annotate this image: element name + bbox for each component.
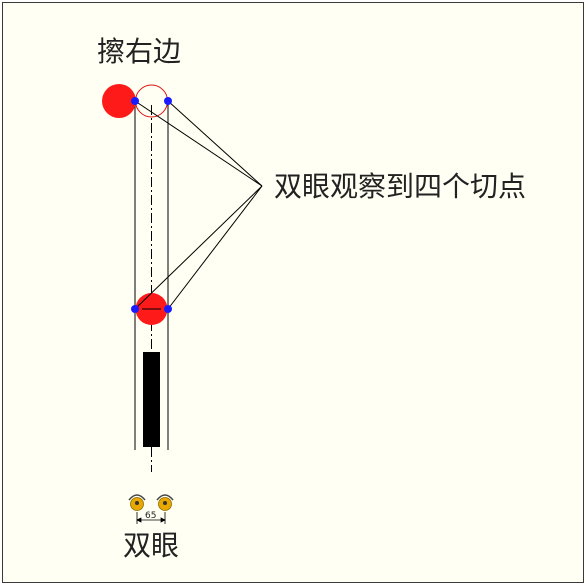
tangent-point: [131, 305, 139, 313]
top-label: 擦右边: [97, 35, 182, 68]
tangent-point: [131, 97, 139, 105]
sight-line: [134, 185, 263, 310]
callout-label: 双眼观察到四个切点: [274, 170, 527, 203]
sight-lines: [134, 100, 263, 310]
right-eye-icon: [156, 494, 174, 511]
tangent-point: [164, 305, 172, 313]
sight-line: [167, 185, 263, 310]
sight-line: [134, 100, 263, 187]
tangent-point: [164, 97, 172, 105]
object-ball: [102, 84, 136, 118]
dimension-value: 65: [145, 511, 156, 521]
cue-stick: [143, 352, 160, 447]
eye-distance-dimension: [136, 512, 166, 524]
left-eye-icon: [128, 494, 146, 511]
sight-line: [167, 100, 263, 187]
eyes-label: 双眼: [123, 529, 180, 562]
